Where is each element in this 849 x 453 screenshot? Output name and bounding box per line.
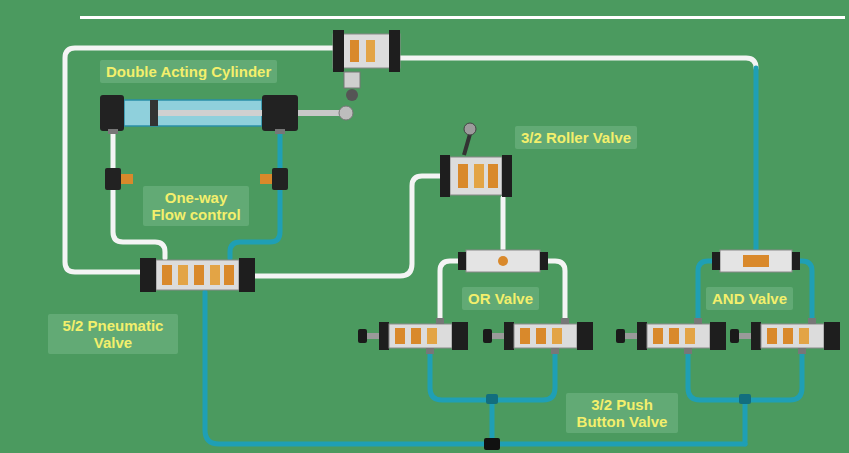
top-valve xyxy=(333,30,400,101)
spool-part xyxy=(194,265,204,285)
tube xyxy=(490,400,495,444)
shuttle xyxy=(743,255,769,267)
valve-body xyxy=(156,260,239,290)
tube xyxy=(65,48,333,272)
white-tubes xyxy=(65,48,756,318)
top-rule xyxy=(80,16,845,19)
spool-part xyxy=(474,164,484,188)
end-cap xyxy=(502,155,512,197)
tee-connector xyxy=(486,394,498,404)
valve-body xyxy=(466,250,540,272)
tube xyxy=(255,176,440,276)
end-cap xyxy=(389,30,400,72)
push-button-valve xyxy=(483,318,593,354)
spool-part xyxy=(178,265,188,285)
supply-tube xyxy=(205,292,745,444)
tube xyxy=(548,261,565,318)
tube xyxy=(800,261,812,318)
end-cap xyxy=(100,95,124,131)
push-button-valve xyxy=(358,318,468,354)
label-text: Double Acting Cylinder xyxy=(106,63,271,80)
end-cap xyxy=(333,30,344,72)
end-plug xyxy=(458,252,466,270)
tube xyxy=(400,58,756,68)
component-label: OR Valve xyxy=(462,287,539,310)
roller xyxy=(346,89,358,101)
shuttle xyxy=(498,256,508,266)
or-valve xyxy=(458,250,548,272)
flow-control xyxy=(105,168,133,190)
component-label: 3/2 Roller Valve xyxy=(515,126,637,149)
tube xyxy=(111,131,116,168)
end-cap xyxy=(140,258,156,292)
spool-part xyxy=(458,164,468,188)
piston-rod xyxy=(298,110,342,116)
flow-body xyxy=(272,168,288,190)
component-label: 5/2 Pneumatic Valve xyxy=(48,314,178,354)
end-plug xyxy=(540,252,548,270)
flow-knob xyxy=(260,174,272,184)
spool-part xyxy=(210,265,220,285)
tube xyxy=(440,261,458,318)
spool-part xyxy=(488,164,498,188)
roller xyxy=(464,123,476,135)
end-cap xyxy=(440,155,450,197)
component-label: AND Valve xyxy=(706,287,793,310)
label-text: AND Valve xyxy=(712,290,787,307)
port xyxy=(275,129,285,134)
roller-valve xyxy=(440,123,512,197)
spool-part xyxy=(366,40,375,62)
piston-rod xyxy=(158,110,262,116)
valve-body xyxy=(720,250,792,272)
label-text: 3/2 Push Button Valve xyxy=(572,396,672,430)
teal-tubes xyxy=(205,68,812,444)
component-label: One-way Flow control xyxy=(143,186,249,226)
tee-connector xyxy=(484,438,500,450)
flow-knob xyxy=(121,174,133,184)
push-button-valve xyxy=(730,318,840,354)
push-button-valve xyxy=(616,318,726,354)
end-plug xyxy=(792,252,800,270)
five-two-valve xyxy=(140,258,255,292)
port xyxy=(108,129,118,134)
and-valve xyxy=(712,250,800,272)
valve-body xyxy=(450,157,502,195)
flow-body xyxy=(105,168,121,190)
flow-control xyxy=(260,168,288,190)
end-cap xyxy=(239,258,255,292)
label-text: One-way Flow control xyxy=(149,189,243,223)
spool-part xyxy=(162,265,172,285)
actuator xyxy=(344,72,360,88)
component-label: Double Acting Cylinder xyxy=(100,60,277,83)
label-text: 5/2 Pneumatic Valve xyxy=(54,317,172,351)
tube xyxy=(430,354,555,400)
tube xyxy=(754,68,759,250)
spool-part xyxy=(350,40,359,62)
tube xyxy=(743,400,748,444)
component-label: 3/2 Push Button Valve xyxy=(566,393,678,433)
double-acting-cylinder xyxy=(100,95,353,134)
tube xyxy=(501,198,506,250)
spool-part xyxy=(224,265,234,285)
label-text: 3/2 Roller Valve xyxy=(521,129,631,146)
rod-tip xyxy=(339,106,353,120)
tube xyxy=(278,131,283,168)
piston xyxy=(150,100,158,126)
end-cap xyxy=(262,95,298,131)
tee-connector xyxy=(739,394,751,404)
label-text: OR Valve xyxy=(468,290,533,307)
cylinder-barrel xyxy=(124,100,262,126)
end-plug xyxy=(712,252,720,270)
tube xyxy=(688,354,802,400)
roller-lever xyxy=(464,134,470,155)
